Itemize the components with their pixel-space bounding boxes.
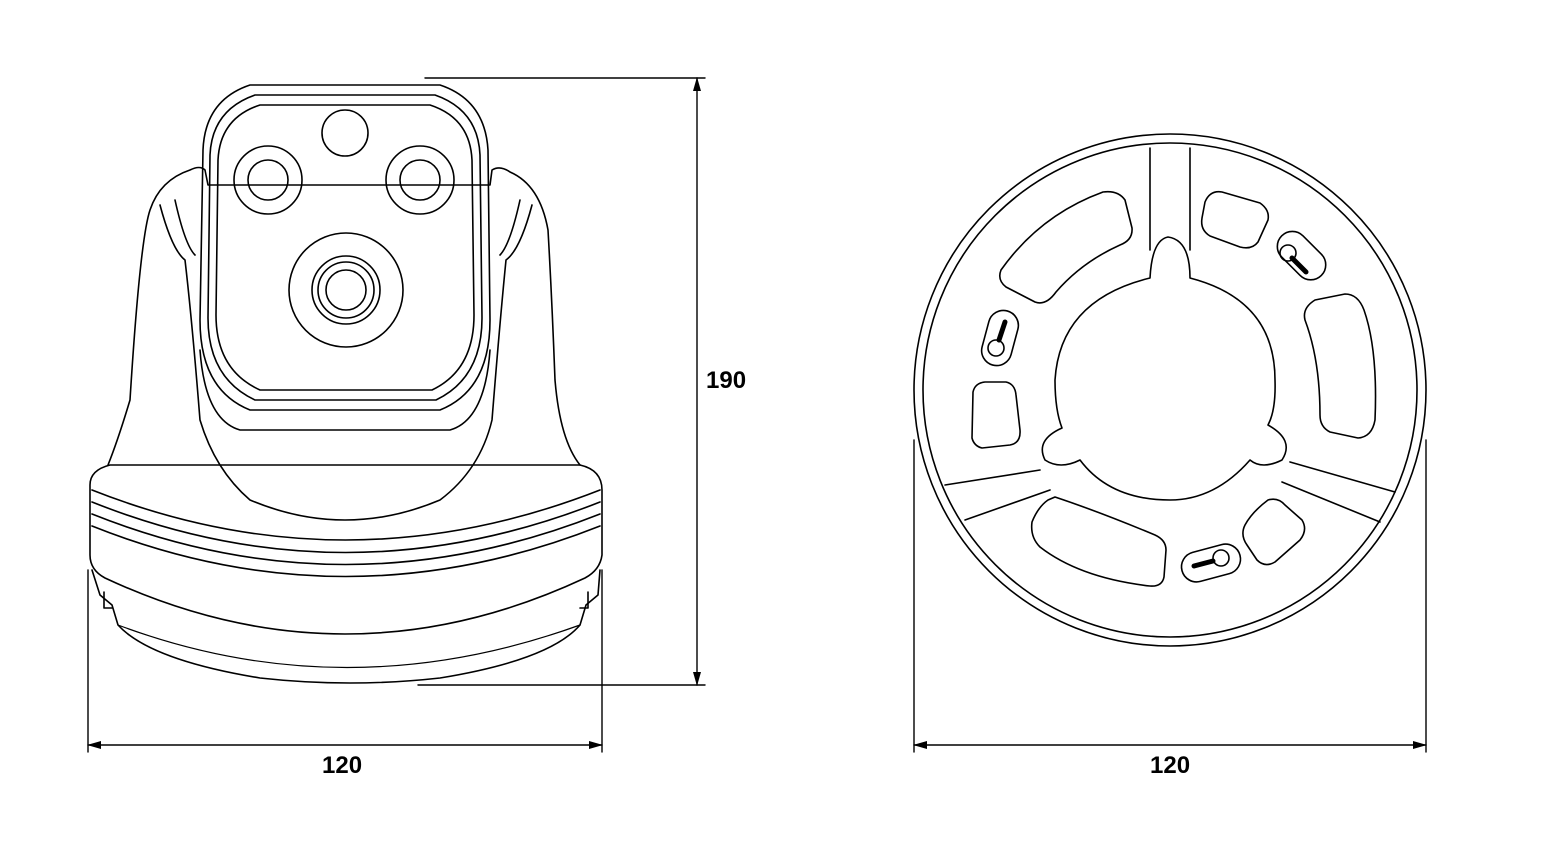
width-label-base: 120 xyxy=(1150,752,1191,779)
yoke-body xyxy=(107,166,581,466)
mounting-base-view xyxy=(913,133,1427,647)
light-sensor xyxy=(321,109,369,157)
base-body xyxy=(89,464,603,635)
height-label: 190 xyxy=(706,367,747,394)
hub xyxy=(1041,236,1287,501)
lens-holder xyxy=(199,84,491,411)
ir-led-left xyxy=(233,145,303,215)
lens xyxy=(288,232,404,348)
width-label-front: 120 xyxy=(322,752,363,779)
ir-led-right xyxy=(385,145,455,215)
keyhole-left xyxy=(980,309,1020,367)
camera-front-view xyxy=(89,84,603,684)
dimension-lines xyxy=(87,77,1427,753)
base-outer-ring xyxy=(913,133,1427,647)
keyhole-bottom xyxy=(1180,543,1242,583)
base-ring-bottom xyxy=(91,569,601,684)
keyhole-top-right xyxy=(1276,230,1327,281)
